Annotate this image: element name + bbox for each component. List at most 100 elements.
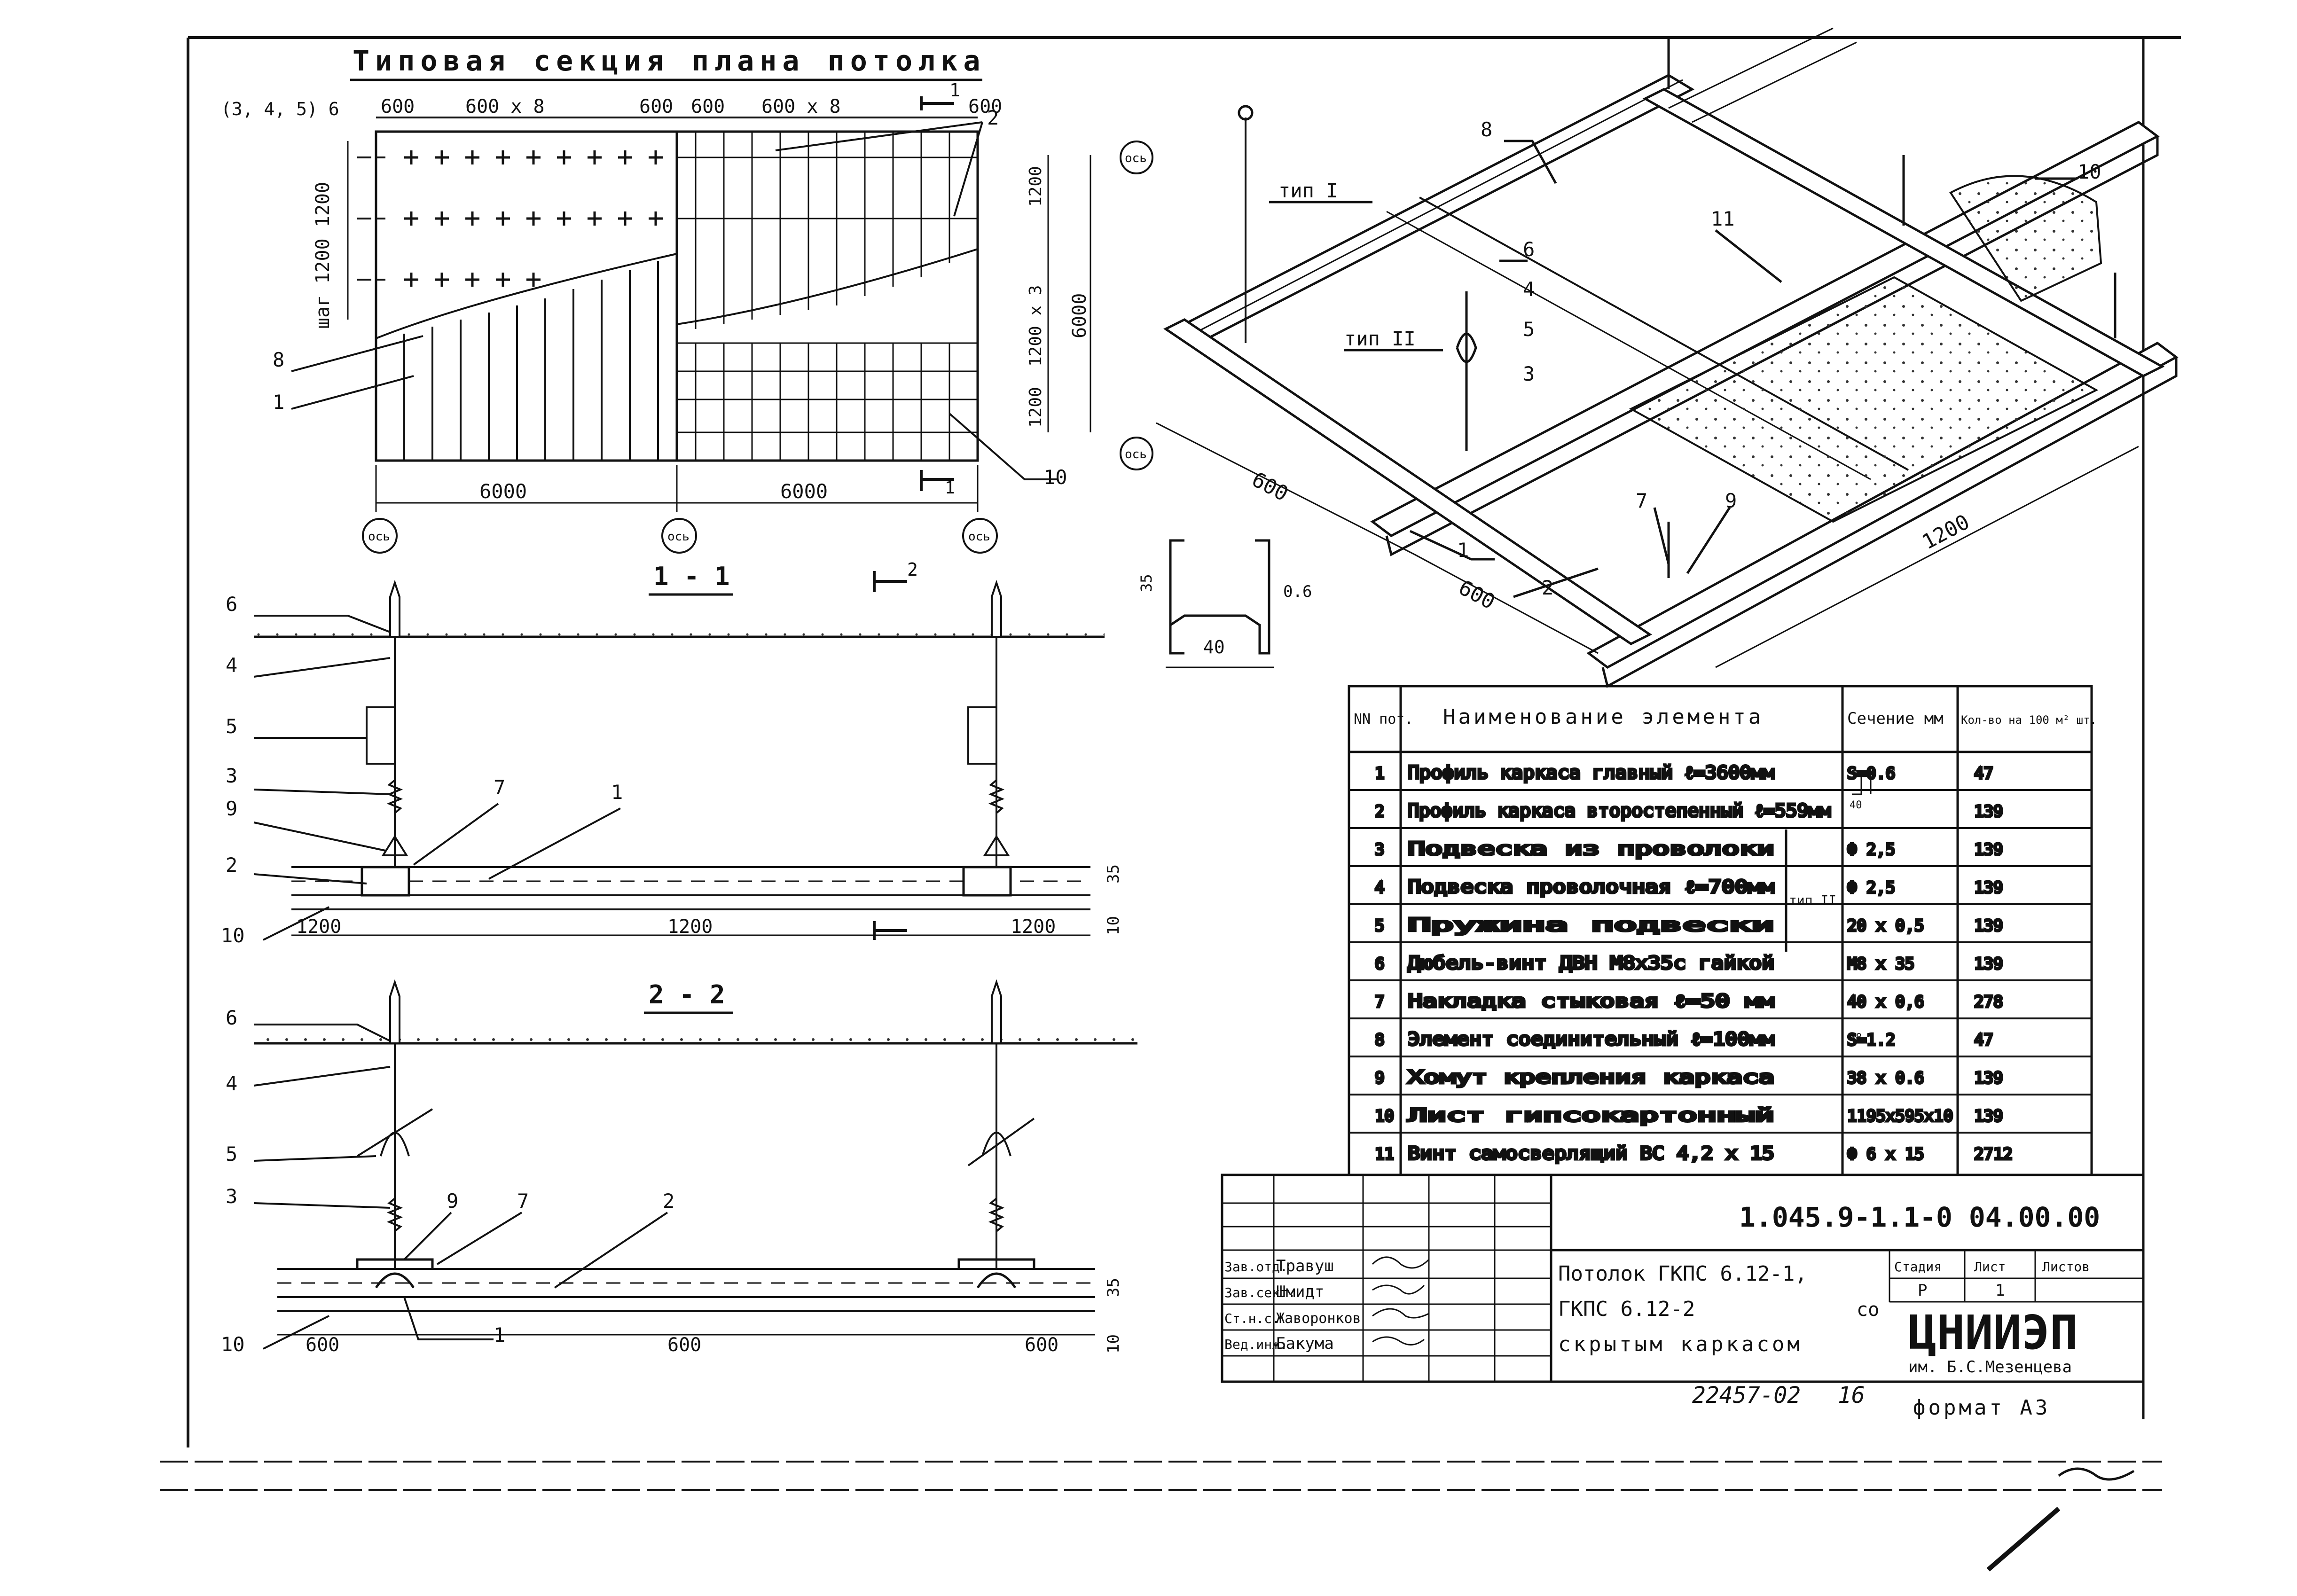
- iso-callout-11: 11: [1711, 207, 1735, 230]
- doc-code: 1.045.9-1.1-0 04.00.00: [1739, 1201, 2100, 1233]
- axis-bubble-right-top: ось: [1125, 151, 1147, 165]
- th-qty: Кол-во на 100 м² шт.: [1961, 713, 2097, 727]
- s1-callout-2: 2: [226, 853, 237, 876]
- section-1-dim-3: 1200: [1011, 916, 1056, 938]
- iso-callout-4: 4: [1523, 278, 1535, 301]
- section-1-side-10: 10: [1104, 916, 1123, 935]
- row-qty: 139: [1974, 1107, 2003, 1126]
- row-number: 2: [1375, 802, 1384, 821]
- section-1-mark: 2: [907, 559, 918, 580]
- desc-line-4: скрытым каркасом: [1558, 1332, 1803, 1356]
- section-1-side-35: 35: [1104, 864, 1123, 884]
- row-number: 3: [1375, 840, 1384, 859]
- plan-callout-1: 1: [273, 391, 284, 414]
- s2-callout-7: 7: [517, 1189, 529, 1213]
- row-section: М8 x 35: [1847, 954, 1914, 973]
- right-dim-3: 6000: [1069, 293, 1090, 338]
- row-number: 9: [1375, 1069, 1384, 1087]
- row-name: Винт самосверлящий ВС 4,2 x 15: [1408, 1143, 1774, 1164]
- tip-label: тип II: [1789, 892, 1836, 908]
- row-name: Хомут крепления каркаса: [1408, 1067, 1774, 1087]
- s1-callout-9: 9: [226, 797, 237, 820]
- s2-callout-10: 10: [221, 1333, 245, 1356]
- section-2-dim-3: 600: [1025, 1334, 1058, 1356]
- person-role-2: Зав.сект.: [1224, 1285, 1296, 1300]
- top-dim-3: 600: [639, 96, 673, 117]
- sheet-value: 1: [1995, 1281, 2005, 1300]
- row-section: 38 x 0.6: [1847, 1069, 1924, 1087]
- profile-dim-06: 0.6: [1283, 582, 1312, 601]
- axis-bubble-1: ось: [368, 530, 390, 544]
- row-qty: 139: [1974, 916, 2003, 935]
- row-section: Ф 2,5: [1847, 840, 1895, 859]
- plan-callout-10: 10: [1043, 466, 1067, 489]
- s2-callout-4: 4: [226, 1072, 237, 1095]
- person-role-4: Вед.инж.: [1224, 1337, 1288, 1352]
- iso-callout-2: 2: [1542, 576, 1553, 599]
- isometric-view: 35 0.6 40 600 600 1200 8 тип I 6 4 5 3 т…: [1137, 27, 2179, 688]
- section-mark-plan-bottom: 1: [945, 478, 955, 498]
- iso-callout-type2: тип II: [1344, 327, 1416, 350]
- row-name: Накладка стыковая ℓ=50 мм: [1408, 991, 1774, 1011]
- row-qty: 139: [1974, 954, 2003, 973]
- step-label: шаг 1200 1200: [312, 182, 334, 329]
- row-qty: 47: [1974, 1031, 1993, 1049]
- inventory-number: 22457-02: [1692, 1382, 1801, 1408]
- bottom-dim-1: 6000: [479, 480, 527, 503]
- person-name-2: Шмидт: [1276, 1283, 1324, 1301]
- right-dim-4: 1200: [1026, 387, 1045, 428]
- sheet-header: Лист: [1974, 1259, 2006, 1275]
- row-name: Профиль каркаса главный ℓ=3600мм: [1408, 762, 1774, 783]
- s1-callout-7: 7: [494, 776, 505, 799]
- row-name: Дюбель-винт ДВН М8x35с гайкой: [1408, 953, 1774, 973]
- th-section: Сечение мм: [1847, 709, 1944, 728]
- section-2-2: 2 - 2 600 600 600 35 10 6 4 5 3 9 7: [221, 979, 1137, 1356]
- person-role-1: Зав.отд.: [1224, 1259, 1288, 1275]
- row-number: 6: [1375, 954, 1384, 973]
- row-name: Пружина подвески: [1408, 915, 1774, 935]
- org-subtitle: им. Б.С.Мезенцева: [1908, 1358, 2072, 1377]
- iso-dim-600-b: 600: [1455, 576, 1499, 614]
- iso-callout-9: 9: [1725, 489, 1737, 512]
- row-section: S=1.2: [1847, 1031, 1895, 1049]
- s1-callout-3: 3: [226, 764, 237, 787]
- row-number: 11: [1375, 1145, 1394, 1164]
- row-qty: 278: [1974, 993, 2003, 1011]
- axis-bubble-3: ось: [968, 530, 990, 544]
- person-name-4: Бакума: [1276, 1334, 1334, 1353]
- desc-line-3: со: [1857, 1299, 1879, 1321]
- row-number: 7: [1375, 993, 1384, 1011]
- s1-callout-4: 4: [226, 654, 237, 677]
- iso-callout-5: 5: [1523, 318, 1535, 341]
- desc-line-2: ГКПС 6.12-2: [1558, 1297, 1695, 1321]
- plan-callout-2: 2: [987, 106, 999, 129]
- s2-callout-3: 3: [226, 1185, 237, 1208]
- row-section: Ф 2,5: [1847, 878, 1895, 897]
- row-section: 40 x 0,6: [1847, 993, 1924, 1011]
- iso-callout-3: 3: [1523, 362, 1535, 385]
- th-nn: NN пот.: [1354, 711, 1413, 728]
- th-name: Наименование элемента: [1443, 705, 1764, 729]
- bottom-dim-2: 6000: [780, 480, 828, 503]
- row-number: 10: [1375, 1107, 1394, 1126]
- s2-callout-9: 9: [447, 1189, 458, 1213]
- top-dim-4: 600: [691, 96, 725, 117]
- profile-dim-35: 35: [1137, 574, 1155, 592]
- iso-callout-8: 8: [1481, 118, 1492, 141]
- row-name: Элемент соединительный ℓ=100мм: [1408, 1029, 1774, 1049]
- section-1-dim-2: 1200: [667, 916, 713, 938]
- section-2-title: 2 - 2: [649, 980, 725, 1009]
- s1-callout-5: 5: [226, 715, 237, 738]
- profile-note-38: 38: [1850, 1032, 1862, 1044]
- row-name: Профиль каркаса второстепенный ℓ=559мм: [1408, 800, 1831, 821]
- profile-dim-40: 40: [1203, 637, 1225, 657]
- section-2-dim-1: 600: [306, 1334, 339, 1356]
- plan-title: Типовая секция плана потолка: [353, 45, 986, 78]
- top-dim-2: 600 x 8: [465, 96, 545, 117]
- s2-callout-6: 6: [226, 1006, 237, 1029]
- iso-callout-1: 1: [1457, 539, 1469, 562]
- inventory-sub: 16: [1838, 1382, 1865, 1408]
- stage-value: Р: [1918, 1281, 1927, 1300]
- row-number: 5: [1375, 916, 1384, 935]
